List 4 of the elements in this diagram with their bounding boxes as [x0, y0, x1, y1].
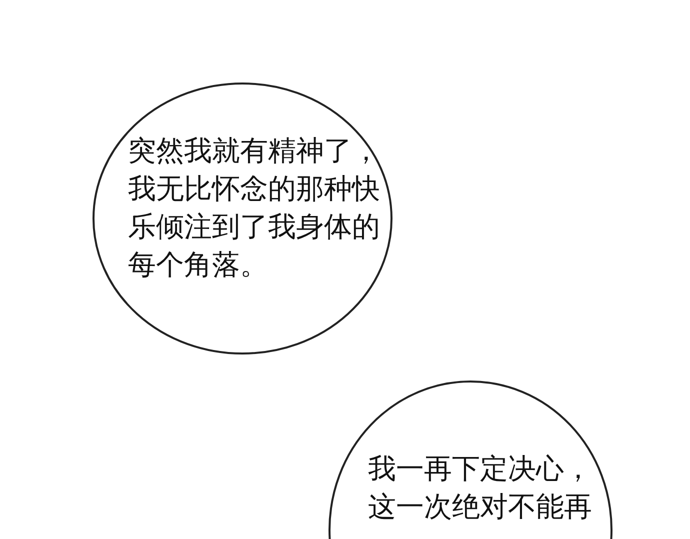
speech-text: 我一再下定决心，这一次绝对不能再 [368, 451, 593, 525]
speech-bubble [328, 380, 613, 539]
speech-text: 突然我就有精神了，我无比怀念的那种快乐倾注到了我身体的每个角落。 [128, 133, 381, 283]
speech-bubble [92, 82, 393, 355]
